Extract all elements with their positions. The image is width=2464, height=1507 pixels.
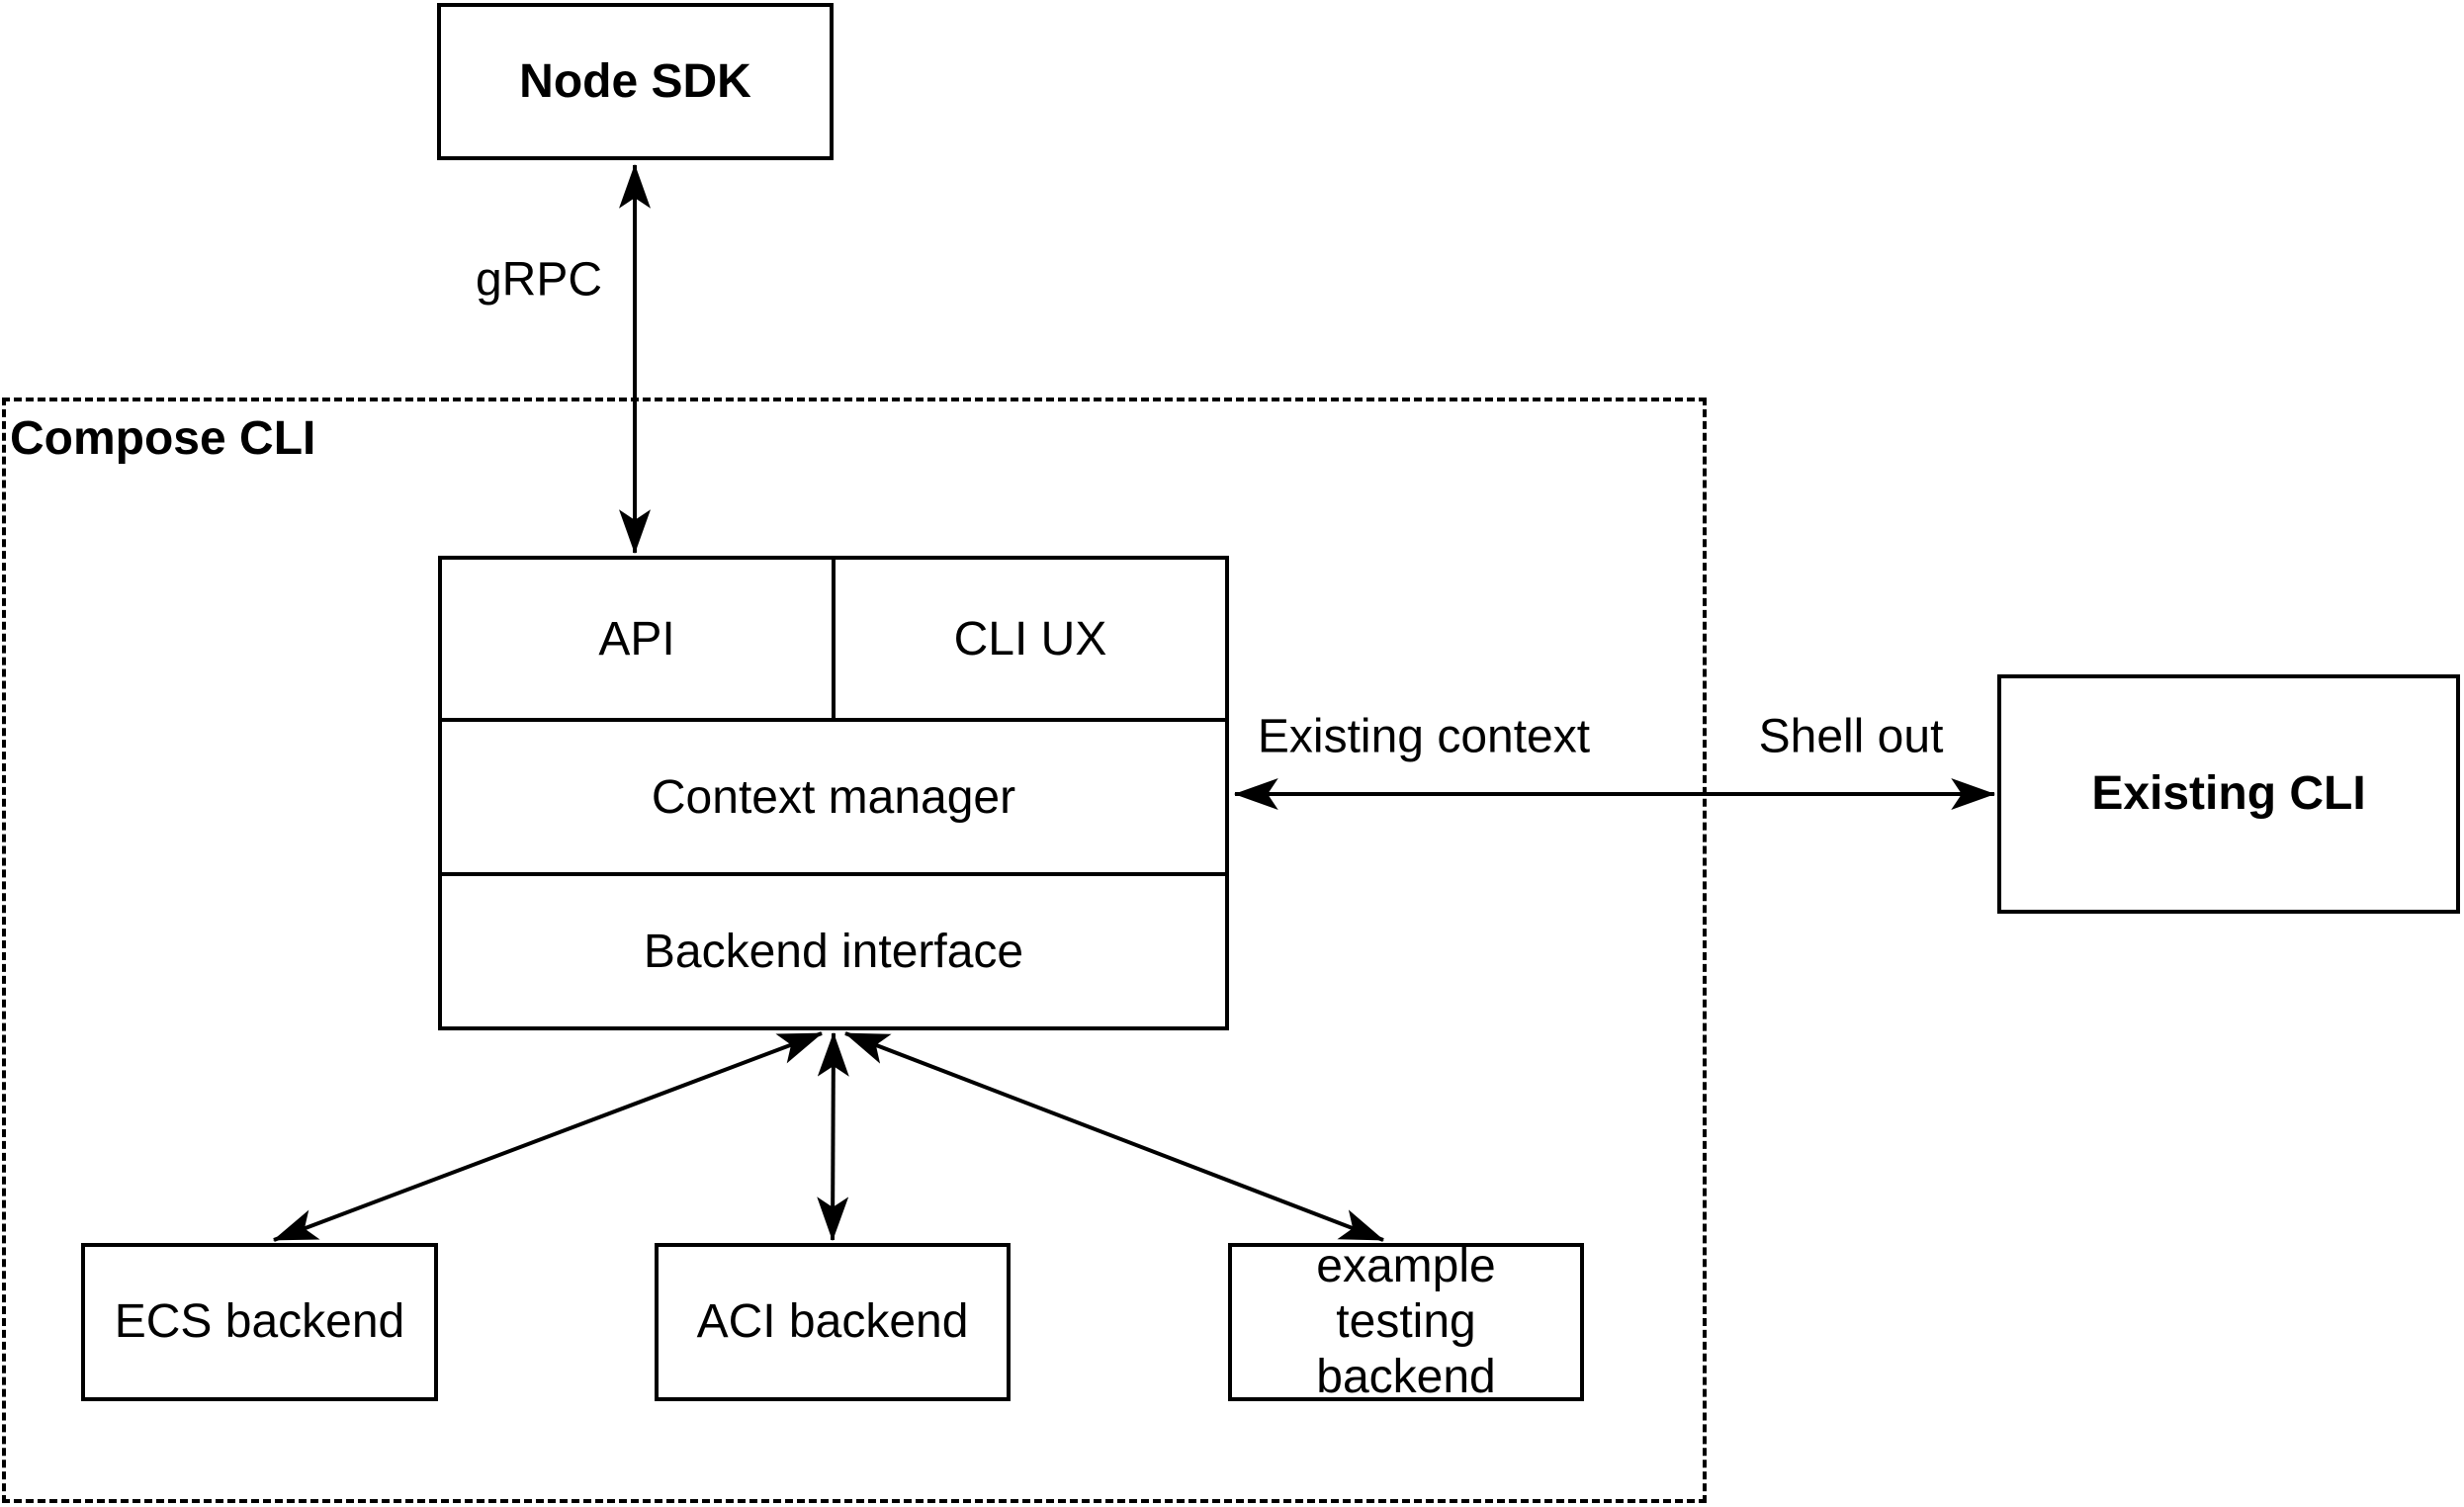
- backend-interface-label: Backend interface: [643, 925, 1024, 978]
- context-manager-row: Context manager: [442, 718, 1225, 872]
- aci-backend-label: ACI backend: [696, 1295, 969, 1348]
- api-cell: API: [442, 560, 836, 718]
- backend-fan-arrow-aci: [817, 1031, 849, 1242]
- compose-cli-label: Compose CLI: [10, 412, 316, 465]
- node-sdk-label: Node SDK: [519, 54, 751, 108]
- ecs-backend-box: ECS backend: [81, 1243, 438, 1401]
- example-testing-backend-box: example testing backend: [1228, 1240, 1584, 1403]
- ecs-backend-label: ECS backend: [114, 1295, 405, 1348]
- existing-cli-box: Existing CLI: [1997, 674, 2460, 914]
- existing-cli-label: Existing CLI: [2091, 767, 2366, 820]
- stack-top-row: API CLI UX: [442, 560, 1225, 718]
- compose-cli-stack-box: API CLI UX Context manager Backend inter…: [438, 556, 1229, 1030]
- existing-context-edge-label: Existing context: [1253, 709, 1595, 764]
- example-testing-backend-label: example testing backend: [1316, 1240, 1496, 1403]
- shell-out-edge-label: Shell out: [1754, 709, 1948, 764]
- cli-ux-label: CLI UX: [953, 612, 1107, 665]
- backend-fan-arrow-example: [844, 1031, 1384, 1242]
- backend-interface-row: Backend interface: [442, 872, 1225, 1026]
- aci-backend-box: ACI backend: [655, 1243, 1011, 1401]
- grpc-edge-label: gRPC: [471, 252, 607, 308]
- backend-interface-cell: Backend interface: [442, 876, 1225, 1026]
- compose-cli-container: Compose CLI: [2, 398, 1707, 1503]
- backend-fan-arrow-ecs: [273, 1031, 823, 1242]
- context-manager-cell: Context manager: [442, 722, 1225, 872]
- node-sdk-box: Node SDK: [437, 3, 834, 160]
- cli-ux-cell: CLI UX: [836, 560, 1225, 718]
- api-label: API: [598, 612, 675, 665]
- context-manager-label: Context manager: [651, 770, 1016, 824]
